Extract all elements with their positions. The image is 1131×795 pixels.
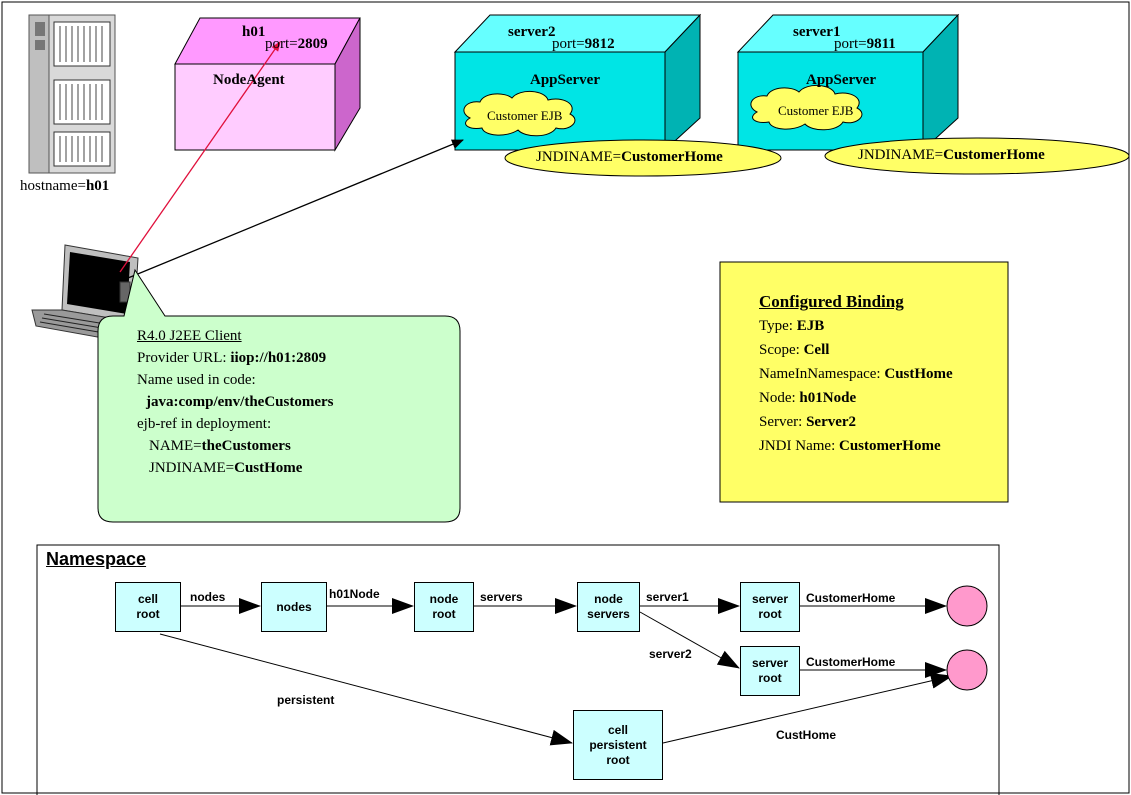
ns-node-server-root-2: server root [740, 646, 800, 696]
tower-server-icon [28, 14, 116, 174]
server1-ejb-label: Customer EJB [778, 103, 854, 118]
edge-label-customerhome-2: CustomerHome [806, 655, 896, 669]
server2-jndi-label: JNDINAME=CustomerHome [536, 149, 723, 165]
nodeagent-label: NodeAgent [213, 72, 285, 88]
ns-node-cell-persistent-root: cell persistent root [573, 710, 663, 780]
client-name-used-label: Name used in code: [137, 372, 256, 388]
binding-row-node: Node: h01Node [759, 390, 857, 406]
edge-label-persistent: persistent [277, 693, 335, 707]
binding-row-nameinnamespace: NameInNamespace: CustHome [759, 366, 953, 382]
edge-label-customerhome-1: CustomerHome [806, 591, 896, 605]
nodeagent-name: h01 [242, 24, 266, 40]
ns-node-server-root-1: server root [740, 582, 800, 632]
server1-label: AppServer [806, 72, 876, 88]
ns-node-node-root: node root [414, 582, 474, 632]
client-ref-name: NAME=theCustomers [149, 438, 291, 454]
hostname-label: hostname=h01 [20, 178, 110, 194]
edge-label-nodes: nodes [190, 590, 226, 604]
edge-label-custhome: CustHome [776, 728, 837, 742]
client-title: R4.0 J2EE Client [137, 328, 242, 344]
edge-label-server1: server1 [646, 590, 689, 604]
server2-jndi-ellipse [504, 139, 782, 177]
server1-port: port=9811 [834, 36, 896, 52]
namespace-title: Namespace [46, 549, 147, 569]
ns-node-nodes: nodes [261, 582, 327, 632]
edge-label-h01node: h01Node [329, 587, 380, 601]
server2-ejb-cloud [463, 91, 576, 137]
nodeagent-port: port=2809 [265, 36, 328, 52]
binding-row-type: Type: EJB [759, 318, 825, 334]
client-to-server2-line [127, 139, 464, 279]
client-to-nodeagent-line [119, 41, 281, 273]
server2-port: port=9812 [552, 36, 615, 52]
server1-ejb-cloud [750, 85, 863, 131]
server2-label: AppServer [530, 72, 600, 88]
binding-row-jndi: JNDI Name: CustomerHome [759, 438, 941, 454]
namespace-frame [36, 544, 1000, 795]
client-callout [97, 268, 461, 523]
server1-name: server1 [793, 24, 841, 40]
edge-persistent-circle [662, 672, 953, 744]
server1-jndi-label: JNDINAME=CustomerHome [858, 147, 1045, 163]
binding-row-scope: Scope: Cell [759, 342, 830, 358]
binding-row-server: Server: Server2 [759, 414, 857, 430]
ns-node-node-servers: node servers [577, 582, 640, 632]
object-circle-2 [946, 649, 988, 691]
edge-label-server2: server2 [649, 647, 692, 661]
edge-cellroot-persistent [159, 633, 573, 746]
nodeagent-box [174, 17, 361, 152]
ns-node-cell-root: cell root [115, 582, 181, 632]
client-provider-url: Provider URL: iiop://h01:2809 [137, 350, 327, 366]
binding-title: Configured Binding [759, 292, 904, 311]
server2-ejb-label: Customer EJB [487, 108, 563, 123]
edge-label-servers: servers [480, 590, 523, 604]
client-name-value: java:comp/env/theCustomers [146, 394, 334, 410]
object-circle-1 [946, 585, 988, 627]
laptop-icon [31, 244, 139, 341]
configured-binding-box [719, 261, 1009, 503]
client-ref-jndi: JNDINAME=CustHome [149, 460, 303, 476]
server2-name: server2 [508, 24, 556, 40]
edge-nodeservers-serverroot2 [639, 611, 740, 669]
server1-jndi-ellipse [824, 137, 1130, 175]
client-ejbref-label: ejb-ref in deployment: [137, 416, 272, 432]
